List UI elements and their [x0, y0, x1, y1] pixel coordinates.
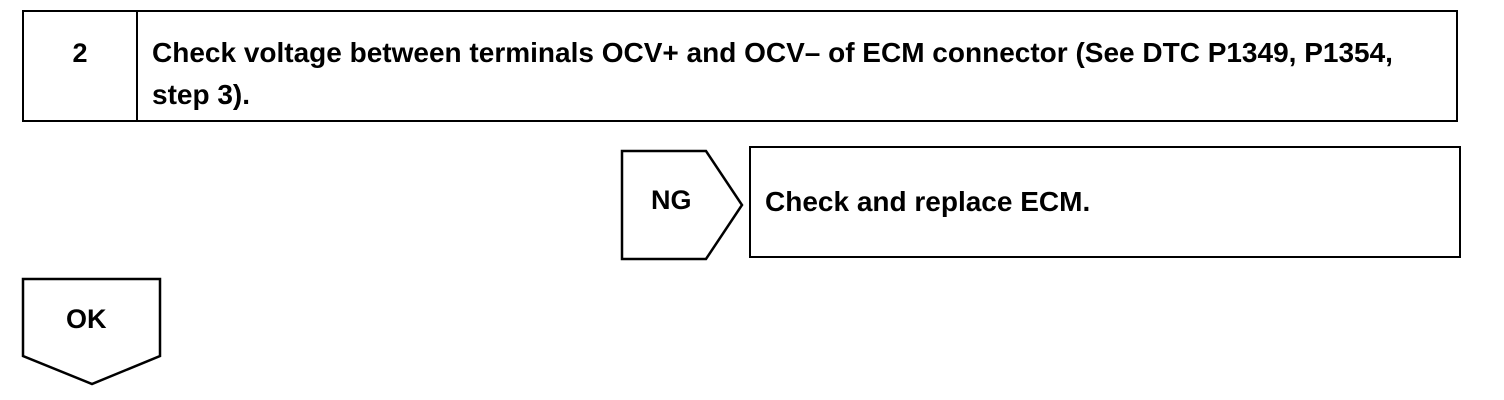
step-instruction: Check voltage between terminals OCV+ and…: [152, 37, 1393, 110]
ok-arrow-shape: [21, 277, 162, 386]
ng-arrow-shape: [620, 149, 744, 261]
step-number: 2: [24, 12, 138, 120]
step-box: 2 Check voltage between terminals OCV+ a…: [22, 10, 1458, 122]
ng-result-box: Check and replace ECM.: [749, 146, 1461, 258]
ng-label: NG: [651, 185, 692, 215]
ok-label: OK: [66, 304, 107, 334]
ng-result-text: Check and replace ECM.: [765, 186, 1091, 217]
